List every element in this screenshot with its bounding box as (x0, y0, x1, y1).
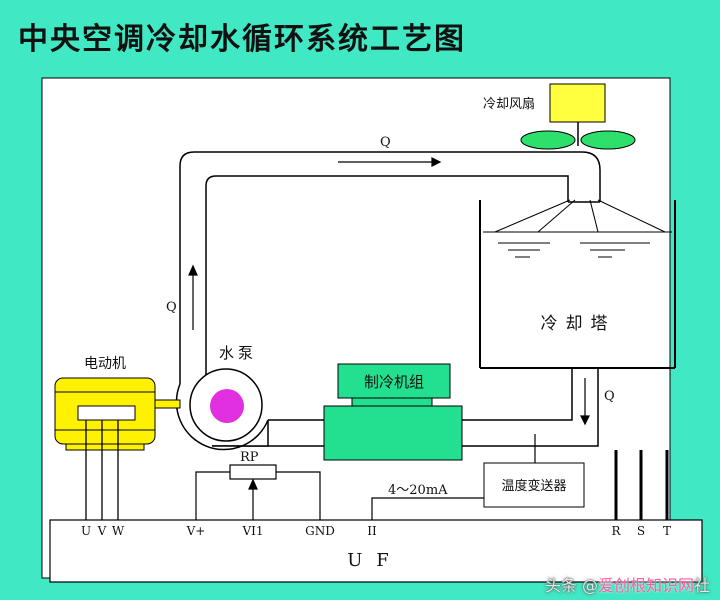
terminal-w: W (112, 524, 125, 538)
electric-motor (54, 377, 156, 520)
fan-blade-left (520, 130, 576, 150)
cooling-tower-label: 冷却塔 (541, 314, 616, 334)
terminal-t: T (663, 524, 671, 538)
rp-label: RP (240, 450, 259, 465)
watermark-suffix: 社 (693, 576, 710, 595)
terminal-vplus: V+ (186, 524, 206, 538)
terminal-s: S (637, 524, 645, 538)
current-signal-label: 4～20mA (388, 483, 448, 498)
flow-label-top: Q (380, 135, 391, 150)
terminal-v: V (97, 524, 107, 538)
chiller-unit (323, 363, 463, 461)
watermark-site: 爱创根知识网 (597, 576, 694, 595)
water-pump (151, 368, 269, 451)
page-title: 中央空调冷却水循环系统工艺图 (18, 22, 466, 57)
motor-label: 电动机 (84, 356, 126, 372)
flow-label-left: Q (166, 300, 177, 315)
pump-impeller (210, 389, 244, 423)
watermark-prefix: 头条 @ (544, 576, 598, 595)
temperature-transmitter (483, 462, 585, 508)
terminal-u: U (81, 524, 91, 538)
terminal-r: R (611, 524, 621, 538)
pump-label: 水泵 (219, 344, 257, 362)
control-wiring (195, 434, 669, 520)
inverter-uf (49, 519, 703, 583)
cooling-fan (520, 83, 636, 150)
temperature-transmitter-label: 温度变送器 (501, 478, 566, 494)
terminal-vi1: VI1 (241, 524, 263, 538)
inverter-uf-label: U F (347, 550, 392, 571)
fan-blade-right (580, 130, 636, 150)
cooling-tower (479, 199, 676, 369)
chiller-unit-label: 制冷机组 (364, 373, 424, 391)
cooling-fan-label: 冷却风扇 (483, 96, 535, 112)
terminal-gnd: GND (305, 524, 335, 538)
flow-arrows (188, 157, 590, 426)
flow-label-right: Q (604, 389, 615, 404)
terminal-ii: II (367, 524, 377, 538)
watermark: 头条 @爱创根知识网社 (545, 572, 710, 596)
